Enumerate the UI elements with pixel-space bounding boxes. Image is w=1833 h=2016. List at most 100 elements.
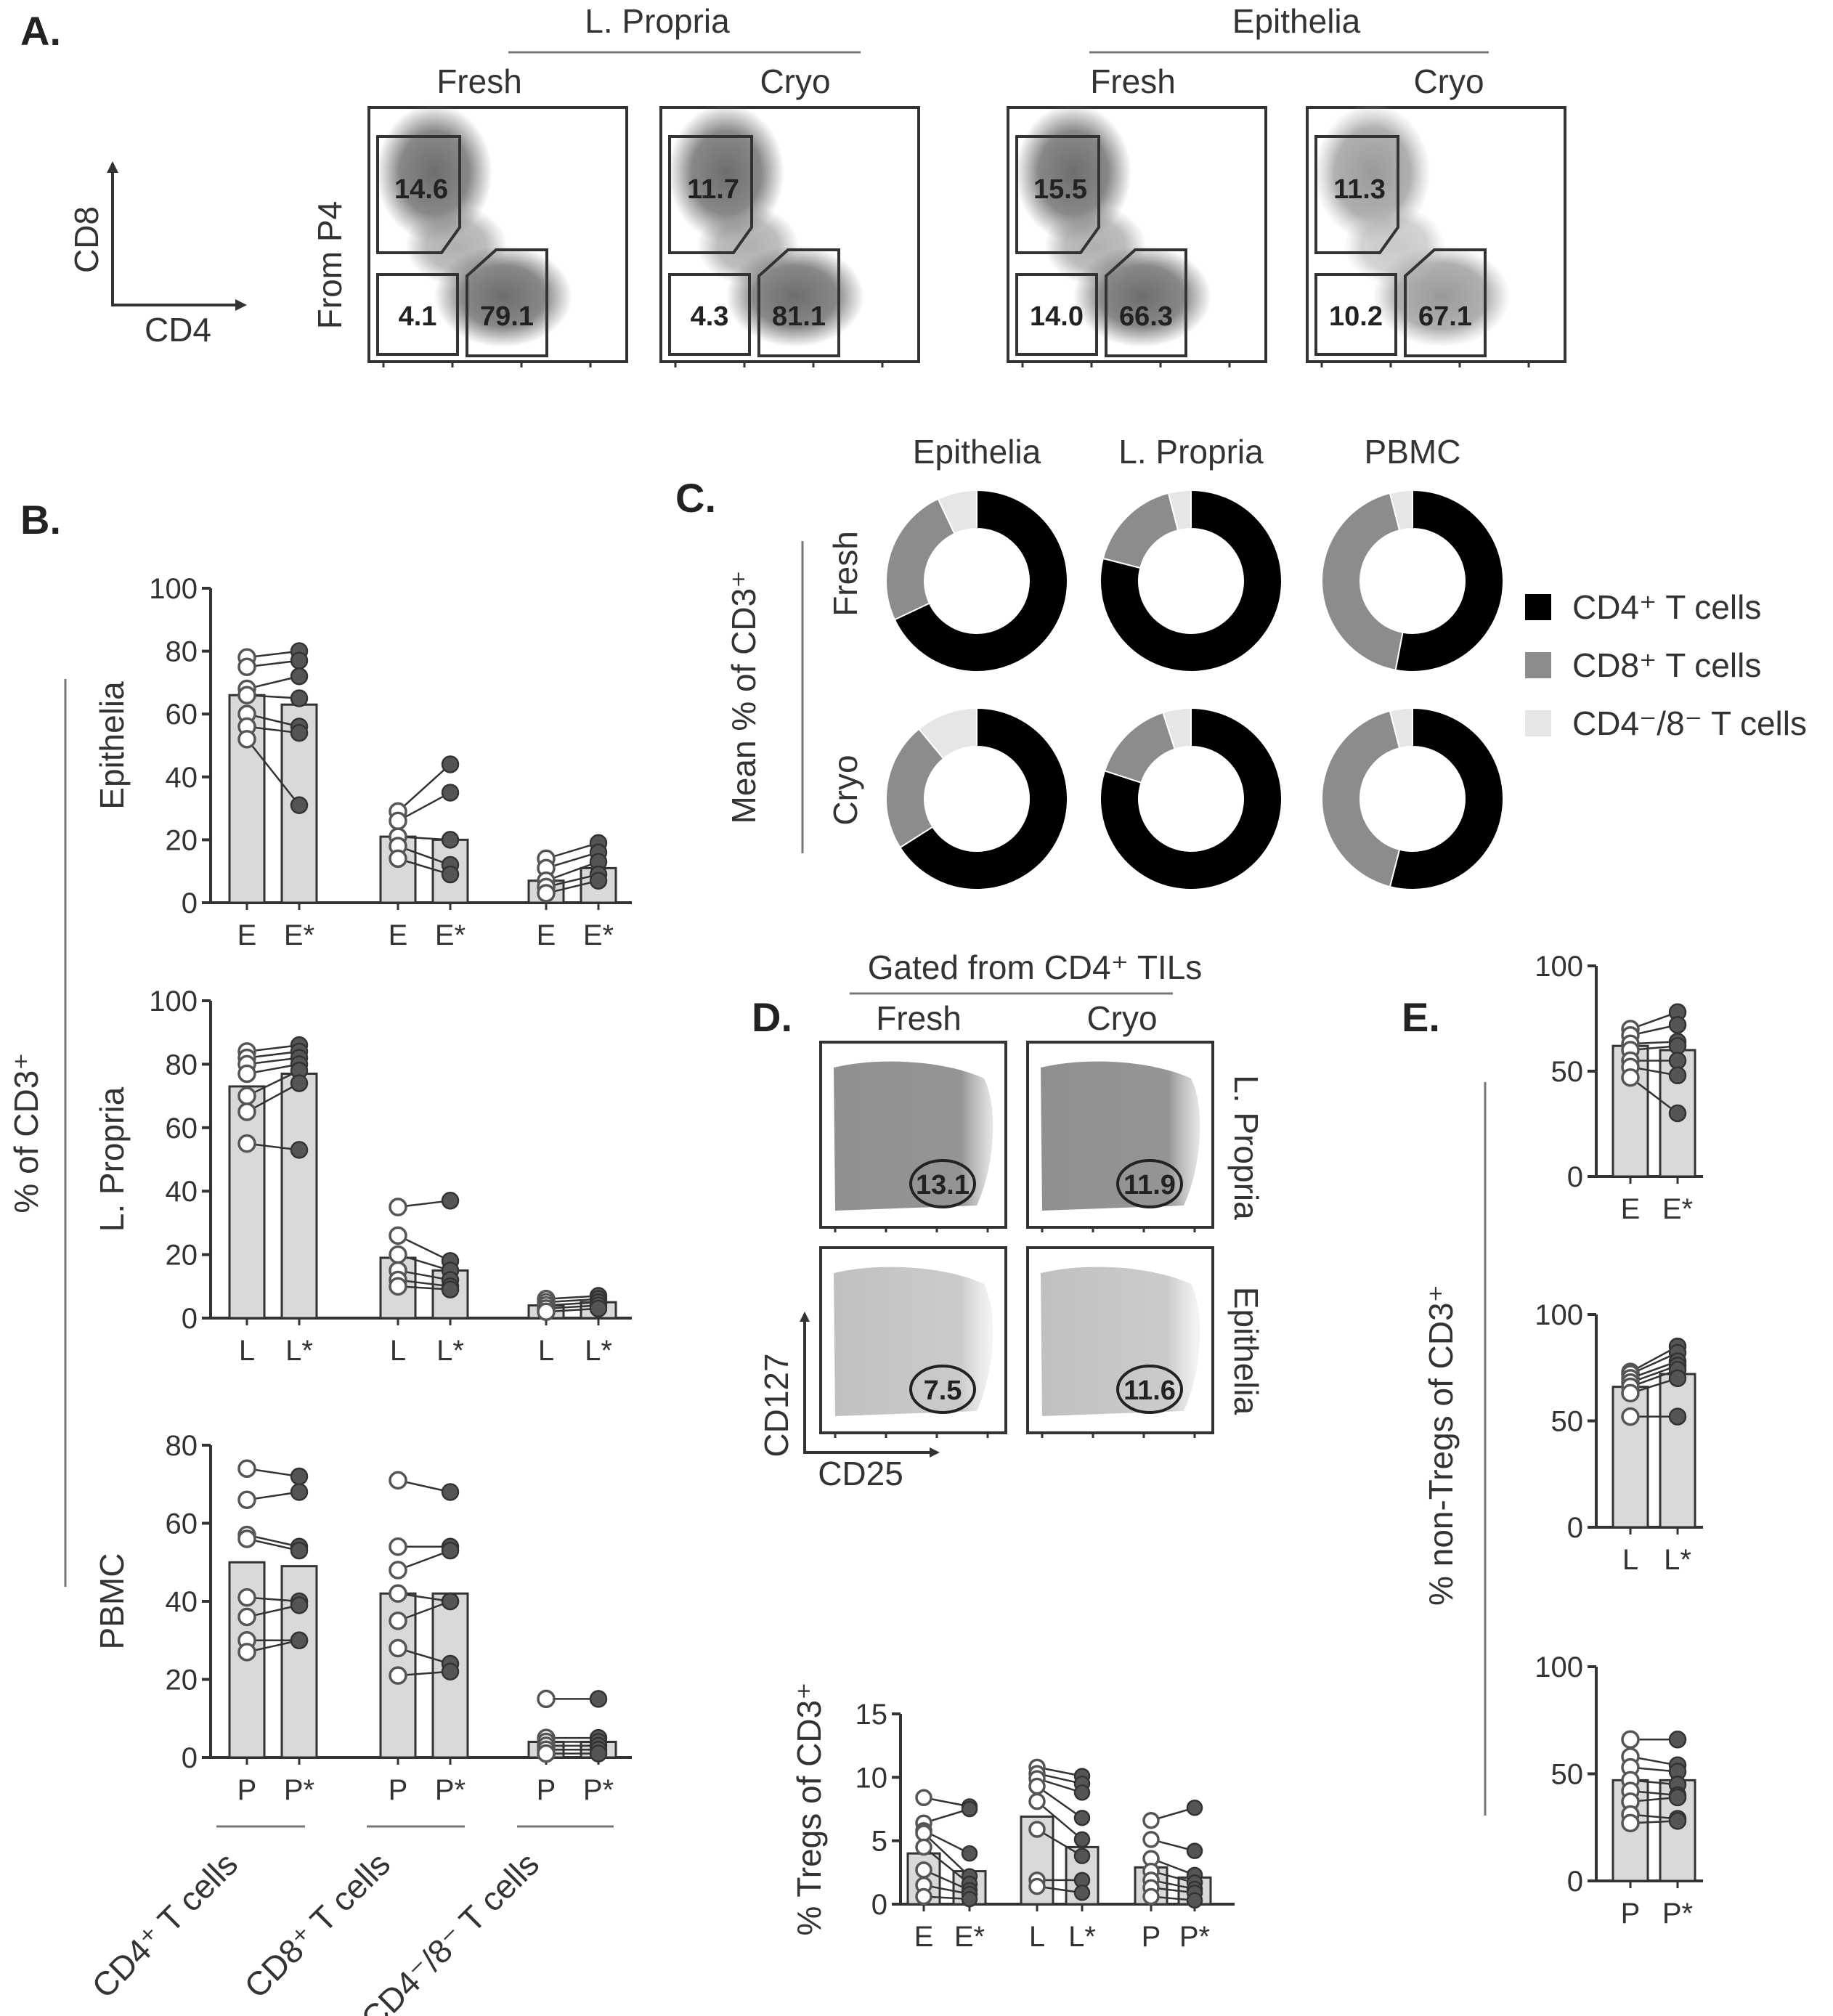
donut-slice (1102, 492, 1179, 569)
y-tick-label: 5 (871, 1826, 887, 1858)
cryo-point (1073, 1784, 1091, 1801)
x-tick-label: P (1142, 1921, 1161, 1953)
x-tick-label: E (537, 919, 556, 951)
gate-cd8 (1015, 135, 1100, 254)
fresh-point (537, 1744, 556, 1763)
fresh-point (1142, 1831, 1160, 1848)
pair-link (1036, 1800, 1083, 1840)
pair-link (545, 861, 599, 882)
condition-label: Cryo (1413, 62, 1484, 100)
cryo-point (290, 667, 309, 686)
gate-cd4 (1105, 248, 1187, 357)
fresh-point (1621, 1383, 1640, 1403)
cryo-point (1186, 1842, 1203, 1859)
x-tick-label: L (1622, 1544, 1638, 1576)
fresh-point (915, 1824, 932, 1842)
gate-dn (668, 273, 751, 356)
gate-value-cd4: 66.3 (1119, 301, 1173, 332)
cell-cloud (1041, 1267, 1200, 1416)
condition-label: Fresh (876, 999, 962, 1037)
y-tick-label: 0 (182, 1303, 198, 1335)
x-group-label: CD8⁺ T cells (237, 1845, 397, 2005)
transition-population (1044, 206, 1146, 285)
panel-label-d: D. (752, 994, 792, 1040)
x-tick-label: P* (435, 1774, 466, 1806)
cell-cloud (1041, 1061, 1200, 1211)
legend-label: CD8⁺ T cells (1572, 646, 1761, 684)
panel-label-a: A. (20, 8, 61, 54)
bar (280, 1565, 318, 1759)
pair-link (397, 1600, 451, 1622)
gate-value: 7.5 (924, 1375, 962, 1406)
arrow-up-icon (800, 1312, 810, 1322)
bar (280, 1073, 318, 1320)
y-tick-label: 0 (1567, 1866, 1583, 1898)
x-tick-label: L (538, 1335, 554, 1367)
cryo-point (290, 1631, 309, 1649)
pair-link (923, 1846, 970, 1885)
donut-slice (1100, 489, 1283, 672)
gate-value-dn: 4.3 (691, 301, 729, 332)
gate-value-cd8: 15.5 (1033, 174, 1087, 205)
gate-value-cd4: 67.1 (1418, 301, 1472, 332)
fresh-point (537, 884, 556, 903)
cryo-point (961, 1845, 978, 1862)
gate-value: 11.9 (1123, 1170, 1176, 1200)
condition-label: Cryo (760, 62, 830, 100)
fresh-point (237, 1607, 256, 1627)
axis-legend (111, 163, 243, 306)
row-label-fresh: Fresh (826, 531, 864, 617)
x-tick-label: P (537, 1774, 556, 1806)
row-label-epithelia: Epithelia (1227, 1287, 1265, 1415)
fresh-point (237, 1529, 256, 1548)
column-label: L. Propria (1118, 433, 1264, 471)
legend-swatch-cd4 (1525, 594, 1551, 620)
donut-slice (1100, 707, 1283, 890)
fresh-point (915, 1887, 932, 1906)
y-tick-label: 60 (166, 1508, 198, 1540)
cryo-point (441, 1541, 460, 1560)
donut-slice (1103, 711, 1176, 784)
donut-slice (1389, 707, 1413, 749)
fresh-point (389, 811, 407, 831)
cryo-point (1668, 1812, 1687, 1830)
x-tick-label: E (237, 919, 257, 951)
column-label: Epithelia (913, 433, 1041, 471)
pair-link (246, 739, 300, 806)
pair-link (397, 792, 451, 822)
fresh-point (1028, 1821, 1046, 1838)
x-tick-label: E* (284, 919, 314, 951)
cryo-point (441, 1592, 460, 1611)
pair-link (397, 1549, 451, 1572)
axis-label-cd4: CD4 (145, 311, 211, 349)
x-tick-label: E (1621, 1193, 1641, 1225)
gate-dn (1015, 273, 1098, 356)
fresh-point (237, 1643, 256, 1662)
fresh-point (1621, 1407, 1640, 1426)
fresh-point (237, 1588, 256, 1607)
fresh-point (237, 730, 256, 749)
cryo-point (1073, 1809, 1091, 1826)
x-tick-label: L* (436, 1335, 464, 1367)
cryo-point (961, 1800, 978, 1818)
c-ylabel: Mean % of CD3⁺ (725, 571, 763, 824)
fresh-point (389, 1666, 407, 1685)
fresh-point (915, 1838, 932, 1856)
fresh-point (1621, 1730, 1640, 1749)
panel-label-c: C. (675, 475, 716, 521)
fresh-point (915, 1789, 932, 1807)
x-tick-label: P* (583, 1774, 614, 1806)
cryo-point (290, 723, 309, 742)
y-axis-label: L. Propria (93, 1086, 131, 1232)
fresh-point (389, 1471, 407, 1490)
fresh-point (389, 849, 407, 869)
gate-value: 11.6 (1123, 1375, 1176, 1406)
cryo-point (589, 1744, 608, 1763)
cell-cloud (834, 1061, 993, 1211)
pair-link (397, 845, 451, 866)
x-tick-label: P (389, 1774, 408, 1806)
pair-link (1036, 1828, 1083, 1857)
cryo-point (1668, 1731, 1687, 1749)
